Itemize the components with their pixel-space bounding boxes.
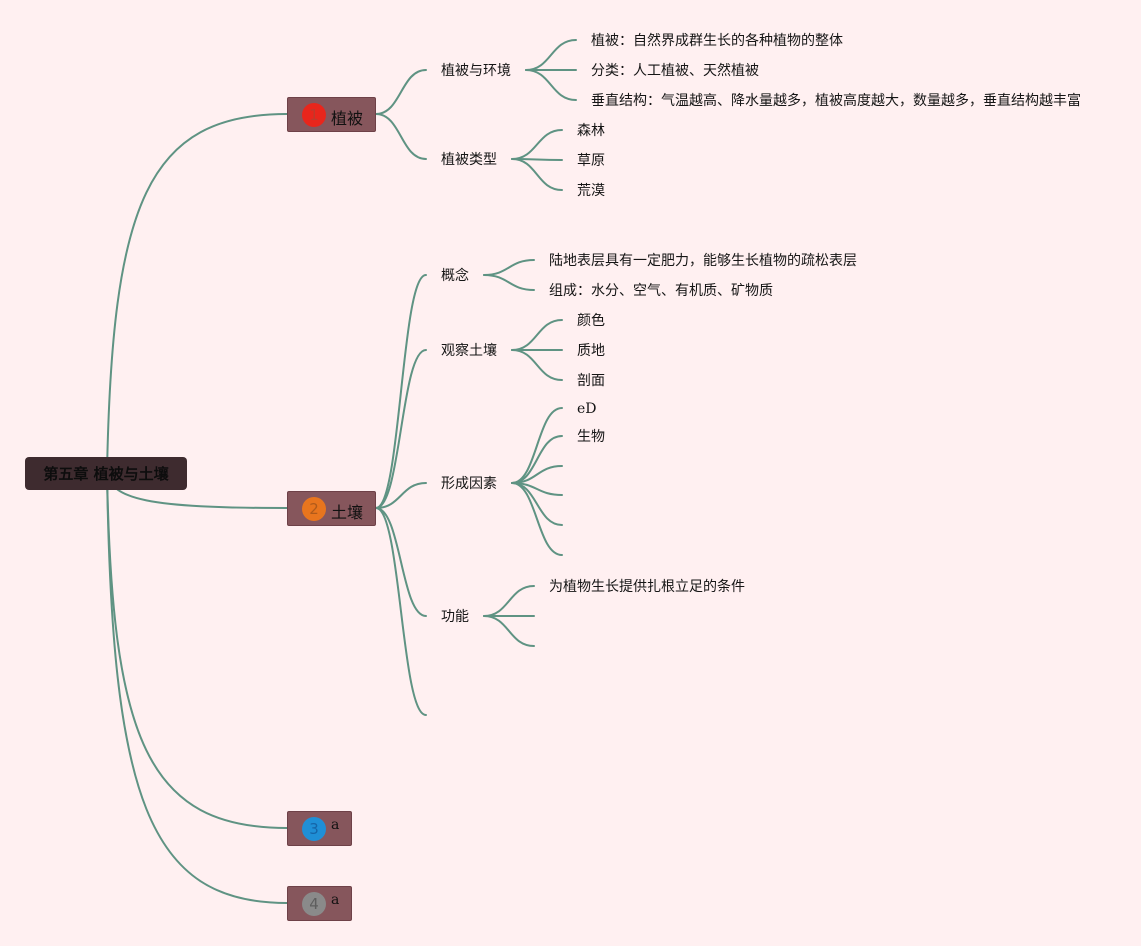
root-link: [106, 472, 288, 829]
leaf-link: [483, 259, 535, 276]
leaf-topic[interactable]: 陆地表层具有一定肥力，能够生长植物的疏松表层: [549, 253, 857, 269]
branch-link: [375, 113, 427, 160]
leaf-topic[interactable]: 剖面: [577, 373, 605, 389]
branch-link: [375, 274, 427, 509]
leaf-link: [483, 585, 535, 617]
branch-label: 土壤: [331, 503, 364, 522]
root-link: [106, 113, 288, 474]
leaf-topic[interactable]: 荒漠: [577, 183, 605, 199]
branch-vegetation[interactable]: 1 植被: [287, 97, 376, 132]
number-badge-icon: 2: [302, 497, 326, 521]
leaf-link: [511, 349, 563, 381]
root-topic[interactable]: 第五章 植被与土壤: [25, 457, 187, 490]
leaf-topic[interactable]: 颜色: [577, 313, 605, 329]
branch-label: 植被: [331, 109, 364, 128]
leaf-link: [483, 274, 535, 291]
leaf-link: [511, 407, 563, 484]
branch-label: a: [331, 817, 340, 833]
branch-link: [375, 69, 427, 115]
leaf-topic[interactable]: eD: [577, 401, 597, 417]
branch-link: [375, 507, 427, 617]
leaf-link: [511, 129, 563, 160]
leaf-topic[interactable]: 植被：自然界成群生长的各种植物的整体: [591, 33, 843, 49]
leaf-topic[interactable]: 为植物生长提供扎根立足的条件: [549, 579, 745, 595]
subtopic[interactable]: 植被与环境: [441, 63, 511, 79]
branch-link: [375, 507, 427, 716]
leaf-topic[interactable]: 分类：人工植被、天然植被: [591, 63, 759, 79]
branch-label: a: [331, 892, 340, 908]
leaf-topic[interactable]: 组成：水分、空气、有机质、矿物质: [549, 283, 773, 299]
branch-4[interactable]: 4 a: [287, 886, 352, 921]
subtopic[interactable]: 植被类型: [441, 152, 497, 168]
subtopic[interactable]: 观察土壤: [441, 343, 497, 359]
root-link: [106, 472, 288, 904]
leaf-link: [525, 39, 577, 71]
leaf-link: [511, 158, 563, 191]
leaf-topic[interactable]: 森林: [577, 123, 605, 139]
branch-link: [375, 349, 427, 509]
branch-3[interactable]: 3 a: [287, 811, 352, 846]
branch-link: [375, 482, 427, 509]
leaf-link: [525, 69, 577, 101]
leaf-topic[interactable]: 生物: [577, 429, 605, 445]
number-badge-icon: 1: [302, 103, 326, 127]
leaf-topic[interactable]: 质地: [577, 343, 605, 359]
leaf-link: [511, 319, 563, 351]
leaf-link: [511, 482, 563, 556]
subtopic[interactable]: 功能: [441, 609, 469, 625]
leaf-link: [483, 615, 535, 647]
number-badge-icon: 3: [302, 817, 326, 841]
leaf-topic[interactable]: 垂直结构：气温越高、降水量越多，植被高度越大，数量越多，垂直结构越丰富: [591, 93, 1081, 109]
leaf-topic[interactable]: 草原: [577, 153, 605, 169]
subtopic[interactable]: 形成因素: [441, 476, 497, 492]
number-badge-icon: 4: [302, 892, 326, 916]
branch-soil[interactable]: 2 土壤: [287, 491, 376, 526]
root-topic-label: 第五章 植被与土壤: [43, 465, 169, 483]
subtopic[interactable]: 概念: [441, 268, 469, 284]
